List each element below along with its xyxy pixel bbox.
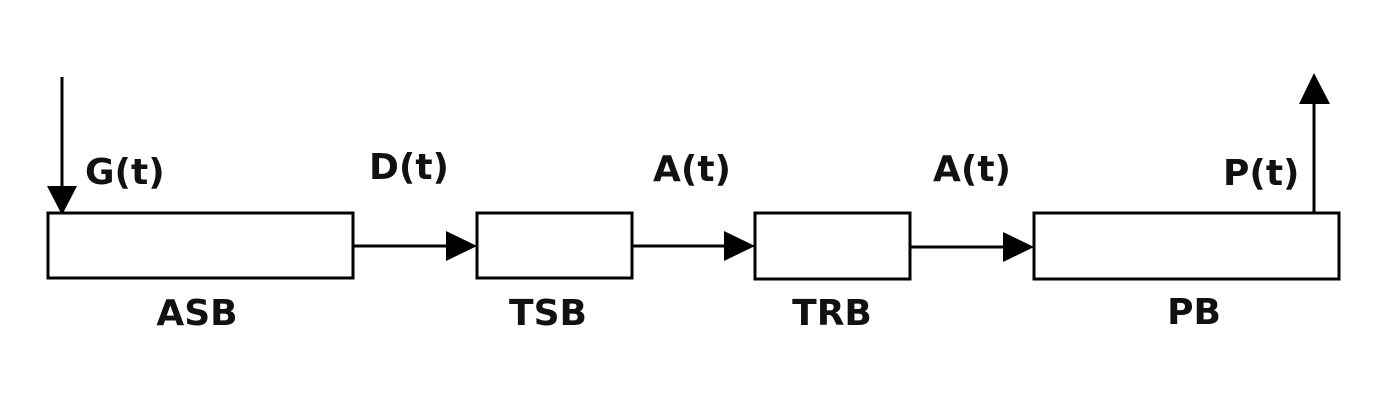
flow-label-tsb-to-trb: A(t) bbox=[653, 149, 731, 190]
tsb-box bbox=[475, 211, 634, 280]
flow-label-output: P(t) bbox=[1223, 153, 1300, 194]
input-arrow bbox=[47, 77, 77, 215]
pb-box bbox=[1032, 211, 1341, 281]
flow-label-asb-to-tsb: D(t) bbox=[369, 147, 449, 188]
box-label-asb: ASB bbox=[156, 293, 237, 334]
box-label-pb: PB bbox=[1167, 292, 1221, 333]
tsb-to-trb-arrow bbox=[632, 231, 755, 261]
box-label-tsb: TSB bbox=[509, 293, 587, 334]
flow-label-input: G(t) bbox=[85, 152, 165, 193]
trb-box bbox=[753, 211, 912, 281]
output-arrow bbox=[1299, 73, 1330, 213]
asb-box bbox=[46, 211, 355, 280]
asb-to-tsb-arrow bbox=[353, 231, 477, 261]
flow-label-trb-to-pb: A(t) bbox=[933, 149, 1011, 190]
box-label-trb: TRB bbox=[792, 293, 872, 334]
trb-to-pb-arrow bbox=[910, 232, 1034, 262]
